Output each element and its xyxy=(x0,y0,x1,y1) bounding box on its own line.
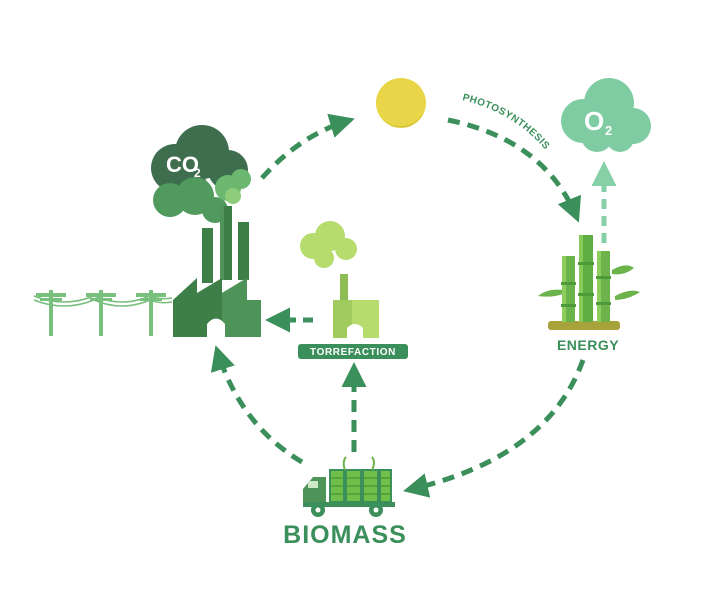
torrefaction-label: TORREFACTION xyxy=(310,347,396,358)
torrefaction-plant-icon xyxy=(333,274,379,338)
sun-icon xyxy=(376,78,426,128)
torrefaction-label-box xyxy=(298,344,408,359)
arrow-biomass-to-factory xyxy=(210,345,304,465)
o2-label: O xyxy=(584,106,604,136)
torrefaction-cloud xyxy=(300,221,357,268)
smoke-cloud xyxy=(153,169,251,223)
bamboo-energy-icon xyxy=(538,235,640,330)
o2-subscript: 2 xyxy=(605,123,612,138)
arrow-sun-to-energy xyxy=(447,117,581,223)
energy-label: ENERGY xyxy=(557,337,619,353)
biomass-truck-icon xyxy=(303,456,395,517)
co2-label: CO xyxy=(166,152,199,177)
arrow-factory-to-sun xyxy=(260,113,355,180)
power-lines-icon xyxy=(33,290,173,336)
biomass-label: BIOMASS xyxy=(283,521,407,549)
factory-icon xyxy=(173,206,261,337)
o2-cloud-icon xyxy=(561,78,651,152)
co2-subscript: 2 xyxy=(194,166,201,180)
arrow-energy-to-biomass xyxy=(403,359,586,498)
